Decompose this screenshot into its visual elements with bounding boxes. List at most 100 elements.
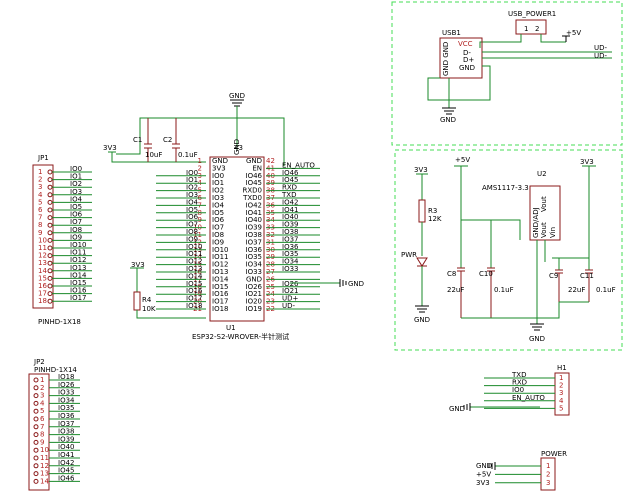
jp1-pin-num: 10 bbox=[38, 236, 47, 244]
jp2-pin-num: 7 bbox=[40, 423, 44, 431]
u1-left-net-label: IO1 bbox=[186, 176, 198, 184]
u1-left-pin-name: IO4 bbox=[212, 201, 225, 209]
u1-left-net-label: IO6 bbox=[186, 213, 199, 221]
jp1-pin-dot bbox=[47, 275, 53, 281]
u2-part: AMS1117-3.3 bbox=[482, 184, 529, 192]
jp1-pin-dot bbox=[47, 260, 53, 266]
jp1-net-label: IO5 bbox=[70, 203, 82, 211]
u1-right-pin-name: IO41 bbox=[246, 209, 262, 217]
jp2-pin-dot bbox=[33, 408, 39, 414]
jp1-net-label: IO7 bbox=[70, 218, 82, 226]
jp2-pin-dot bbox=[33, 455, 39, 461]
jp1-net-label: IO11 bbox=[70, 249, 86, 257]
h1-pin-num: 5 bbox=[559, 404, 563, 412]
jp1-pin-num: 16 bbox=[38, 282, 47, 290]
jp2-pin-num: 14 bbox=[40, 477, 49, 485]
u1-right-pin-name: IO20 bbox=[246, 298, 262, 306]
jp1-pin-dot bbox=[47, 237, 53, 243]
jp1-pin-num: 1 bbox=[38, 168, 42, 176]
jp2-net-label: IO41 bbox=[58, 451, 74, 459]
jp1-pin-num: 18 bbox=[38, 297, 47, 305]
jp1-pin-num: 8 bbox=[38, 221, 42, 229]
jp2-pin-dot bbox=[33, 400, 39, 406]
jp1-pin-num: 11 bbox=[38, 244, 47, 252]
usb-power-header bbox=[515, 19, 547, 35]
u1-part: ESP32-S2-WROVER-半针测试 bbox=[192, 332, 289, 341]
c9-ref: C9 bbox=[549, 272, 558, 280]
c1-value: 10uF bbox=[145, 151, 162, 159]
u1-right-net-label: EN_AUTO bbox=[282, 161, 315, 169]
jp2-net-label: IO45 bbox=[58, 467, 74, 475]
u1-right-pin-name: RXD0 bbox=[242, 187, 262, 195]
jp2-net-label: IO35 bbox=[58, 404, 74, 412]
u1-right-pin-name: IO35 bbox=[246, 253, 262, 261]
u1-left-pin-name: IO13 bbox=[212, 268, 228, 276]
u1-gnd26-label: GND bbox=[348, 280, 364, 288]
u1-left-net-label: IO5 bbox=[186, 206, 198, 214]
jp1-net-label: IO1 bbox=[70, 173, 82, 181]
u1-right-pin-name: IO36 bbox=[246, 246, 263, 254]
jp1-net-label: IO13 bbox=[70, 264, 86, 272]
jp1-net-label: IO17 bbox=[70, 294, 86, 302]
jp2-net-label: IO38 bbox=[58, 428, 74, 436]
jp1-pin-dot bbox=[47, 245, 53, 251]
reg-gnd-wires bbox=[461, 301, 589, 324]
jp2-pin-dot bbox=[33, 478, 39, 484]
u1-left-pin-name: IO5 bbox=[212, 209, 224, 217]
usb-power-sheet-label: USB_POWER1 bbox=[508, 10, 556, 18]
jp2-pin-num: 8 bbox=[40, 431, 44, 439]
u1-right-net-label: IO26 bbox=[282, 280, 299, 288]
usb-pin-dp: D+ bbox=[463, 56, 474, 64]
jp1-net-label: IO2 bbox=[70, 180, 82, 188]
u1-left-pin-name: IO14 bbox=[212, 275, 229, 283]
main-gnd-label: GND bbox=[229, 92, 245, 100]
u1-right-pin-name: IO38 bbox=[246, 231, 262, 239]
jp1-pin-dot bbox=[47, 192, 53, 198]
r4-en-wire bbox=[136, 310, 206, 319]
u1-right-net-label: IO42 bbox=[282, 198, 298, 206]
u1-right-pin-name: GND bbox=[246, 157, 262, 165]
jp2-pin-dot bbox=[33, 424, 39, 430]
reg-5v-wire bbox=[454, 165, 521, 240]
jp1-pin-num: 9 bbox=[38, 229, 42, 237]
u1-body bbox=[209, 156, 265, 322]
c11-value: 0.1uF bbox=[596, 286, 616, 294]
jp2-body bbox=[28, 373, 50, 491]
h1-net-label: TXD bbox=[511, 371, 526, 379]
c1-symbol bbox=[144, 118, 152, 162]
c11-symbol bbox=[585, 269, 593, 302]
u2-pin-vout2: Vout bbox=[540, 222, 548, 238]
reg-3v3-wire bbox=[552, 165, 596, 259]
jp2-pin-dot bbox=[33, 447, 39, 453]
h1-pin-num: 4 bbox=[559, 397, 564, 405]
jp1-pin-num: 2 bbox=[38, 176, 42, 184]
jp2-pin-num: 6 bbox=[40, 415, 45, 423]
u1-right-net-label: IO33 bbox=[282, 265, 298, 273]
c9-value: 22uF bbox=[568, 286, 585, 294]
jp2-pin-num: 11 bbox=[40, 454, 49, 462]
jp1-pin-num: 7 bbox=[38, 214, 42, 222]
jp1-pin-dot bbox=[47, 253, 53, 259]
jp1-ref: JP1 bbox=[37, 154, 49, 162]
u1-left-pin-name: IO2 bbox=[212, 187, 224, 195]
jp1-pin-dot bbox=[47, 177, 53, 183]
h1-pin-num: 1 bbox=[559, 374, 563, 382]
h1-net-label: IO0 bbox=[512, 386, 524, 394]
u2-pin-vin: Vin bbox=[549, 227, 557, 238]
r4-rail-label: 3V3 bbox=[131, 261, 145, 269]
h1-pin-num: 2 bbox=[559, 382, 563, 390]
u2-pin-vout1: Vout bbox=[540, 196, 548, 212]
c-rail-3v3-wire bbox=[108, 151, 206, 163]
u1-right-net-label: IO45 bbox=[282, 176, 298, 184]
jp1-net-label: IO6 bbox=[70, 211, 83, 219]
jp1-pin-dot bbox=[47, 222, 53, 228]
jp1-pin-num: 3 bbox=[38, 183, 42, 191]
led-gnd-symbol bbox=[415, 305, 429, 313]
jp2-pin-dot bbox=[33, 416, 39, 422]
jp2-net-label: IO46 bbox=[58, 474, 75, 482]
pwr-led-symbol bbox=[416, 257, 428, 267]
u1-left-pin-name: IO1 bbox=[212, 179, 224, 187]
